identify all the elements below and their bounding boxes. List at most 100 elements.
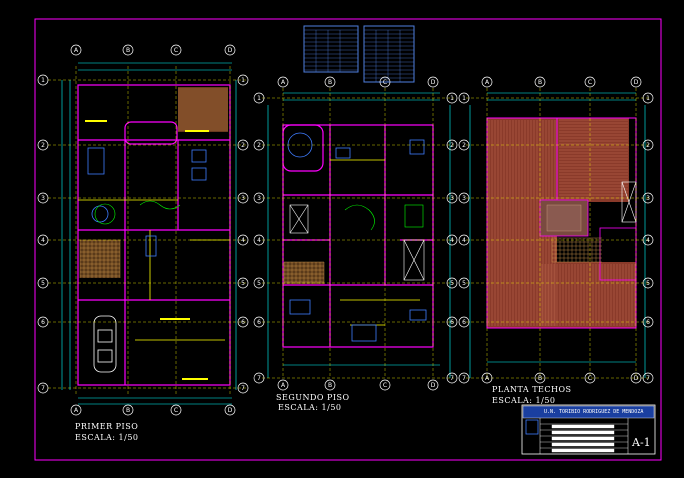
axis-bubble-top — [170, 44, 182, 56]
axis-bubble-top-label: A — [485, 79, 490, 86]
axis-bubble-top — [630, 76, 642, 88]
axis-bubble-right — [446, 234, 458, 246]
axis-bubble-bottom-label: D — [228, 407, 233, 414]
axis-bubble-right-label: 7 — [450, 375, 454, 382]
axis-bubble-left — [253, 277, 265, 289]
axis-bubble-left-label: 7 — [257, 375, 261, 382]
axis-bubble-bottom — [170, 404, 182, 416]
axis-bubble-bottom-label: B — [126, 407, 130, 414]
axis-bubble-right-label: 2 — [646, 142, 650, 149]
axis-bubble-right — [446, 277, 458, 289]
roof-bottom — [540, 262, 636, 328]
axis-bubble-bottom-label: D — [634, 375, 639, 382]
axis-bubble-right-label: 1 — [450, 95, 454, 102]
axis-bubble-right — [642, 277, 654, 289]
axis-bubble-left-label: 2 — [462, 142, 466, 149]
axis-bubble-bottom-label: A — [74, 407, 79, 414]
axis-bubble-right-label: 1 — [646, 95, 650, 102]
axis-bubble-top-label: D — [431, 79, 436, 86]
axis-bubble-bottom — [277, 379, 289, 391]
axis-bubble-bottom-label: C — [383, 382, 387, 389]
axis-bubble-bottom-label: A — [485, 375, 490, 382]
axis-bubble-bottom-label: C — [174, 407, 178, 414]
axis-bubble-top-label: A — [74, 47, 79, 54]
axis-bubble-top — [379, 76, 391, 88]
plan-segundo-piso — [262, 88, 454, 379]
axis-bubble-top — [122, 44, 134, 56]
axis-bubble-top — [481, 76, 493, 88]
axis-bubble-top-label: B — [328, 79, 332, 86]
plan-primer-piso — [48, 62, 246, 405]
axis-bubble-top — [534, 76, 546, 88]
axis-bubble-bottom — [427, 379, 439, 391]
axis-bubble-right-label: 3 — [450, 195, 454, 202]
axis-bubble-left-label: 1 — [41, 77, 45, 84]
axis-bubble-right — [446, 92, 458, 104]
axis-bubble-left-label: 5 — [462, 280, 466, 287]
axis-bubble-right — [446, 372, 458, 384]
axis-bubble-bottom — [481, 372, 493, 384]
plan-scale-planta-techos: ESCALA: 1/50 — [492, 396, 556, 405]
axis-bubble-left — [37, 234, 49, 246]
axis-bubble-right — [237, 382, 249, 394]
axis-bubble-bottom — [379, 379, 391, 391]
axis-bubble-right-label: 5 — [646, 280, 650, 287]
axis-bubble-left-label: 6 — [257, 319, 261, 326]
axis-bubble-bottom — [534, 372, 546, 384]
axis-bubble-left-label: 3 — [462, 195, 466, 202]
axis-bubble-left-label: 4 — [462, 237, 466, 244]
axis-bubble-top-label: C — [383, 79, 387, 86]
axis-bubble-top-label: A — [281, 79, 286, 86]
axis-bubble-left — [253, 234, 265, 246]
axis-bubble-left — [37, 316, 49, 328]
axis-bubble-right-label: 7 — [241, 385, 245, 392]
axis-bubble-left — [458, 277, 470, 289]
axis-bubble-top — [277, 76, 289, 88]
axis-bubble-bottom — [122, 404, 134, 416]
axis-bubble-right-label: 3 — [646, 195, 650, 202]
axis-bubble-bottom — [630, 372, 642, 384]
axis-bubble-bottom — [224, 404, 236, 416]
axis-bubble-right — [237, 192, 249, 204]
axis-bubble-left-label: 1 — [257, 95, 261, 102]
axis-bubble-right — [642, 139, 654, 151]
axis-bubble-left-label: 2 — [257, 142, 261, 149]
axis-bubble-left-label: 5 — [257, 280, 261, 287]
axis-bubble-left-label: 5 — [41, 280, 45, 287]
axis-bubble-right-label: 5 — [241, 280, 245, 287]
axis-bubble-top — [324, 76, 336, 88]
axis-bubble-top — [224, 44, 236, 56]
axis-bubble-bottom-label: C — [588, 375, 592, 382]
axis-bubble-right — [446, 316, 458, 328]
axis-bubble-bottom — [324, 379, 336, 391]
axis-bubble-bottom-label: B — [538, 375, 542, 382]
axis-bubble-left-label: 4 — [257, 237, 261, 244]
axis-bubble-right-label: 6 — [241, 319, 245, 326]
axis-bubble-right-label: 4 — [241, 237, 245, 244]
axis-bubble-right — [642, 192, 654, 204]
axis-bubble-left — [458, 372, 470, 384]
axis-bubble-bottom-label: B — [328, 382, 332, 389]
axis-bubble-top-label: C — [174, 47, 178, 54]
axis-bubble-left — [37, 277, 49, 289]
axis-bubble-top-label: D — [228, 47, 233, 54]
roof-right — [557, 118, 629, 202]
title-block-sheet-number: A-1 — [632, 436, 651, 449]
axis-bubble-right-label: 6 — [646, 319, 650, 326]
axis-bubble-left-label: 3 — [257, 195, 261, 202]
axis-bubble-right-label: 6 — [450, 319, 454, 326]
axis-bubble-left — [458, 92, 470, 104]
axis-bubble-right — [642, 234, 654, 246]
axis-bubble-right-label: 1 — [241, 77, 245, 84]
car-icon — [93, 315, 117, 373]
axis-bubble-left — [37, 382, 49, 394]
axis-bubble-right — [642, 372, 654, 384]
axis-bubble-left — [253, 192, 265, 204]
axis-bubble-left — [458, 192, 470, 204]
axis-bubble-bottom — [70, 404, 82, 416]
axis-bubble-bottom — [584, 372, 596, 384]
title-block — [521, 404, 656, 455]
title-block-institution: U.N. TORIBIO RODRIGUEZ DE MENDOZA — [544, 409, 644, 415]
axis-bubble-top — [584, 76, 596, 88]
